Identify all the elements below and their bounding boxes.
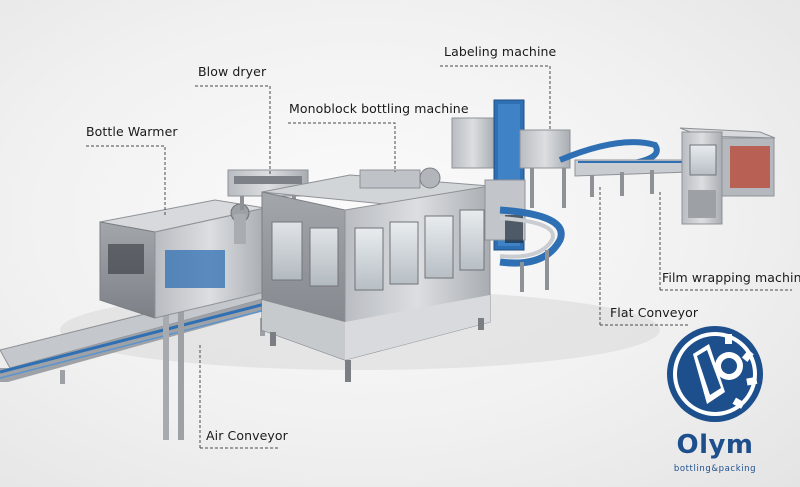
label-monoblock-bottling-machine: Monoblock bottling machine: [289, 101, 469, 116]
brand-logo: Olym bottling&packing: [640, 322, 790, 482]
bottle-warmer-machine: [99, 199, 266, 319]
flat-conveyor: [558, 139, 691, 197]
label-air-conveyor: Air Conveyor: [206, 428, 288, 443]
label-film-wrapping-machine: Film wrapping machine: [662, 270, 800, 285]
label-flat-conveyor: Flat Conveyor: [610, 305, 699, 320]
olym-gear-bottle-icon: [667, 326, 763, 422]
film-wrapping-machine: [679, 127, 776, 225]
leader-monoblock: [288, 122, 396, 172]
brand-name: Olym: [676, 430, 754, 460]
leader-labeling: [440, 65, 551, 130]
label-blow-dryer: Blow dryer: [198, 64, 267, 79]
label-bottle-warmer: Bottle Warmer: [86, 124, 178, 139]
label-labeling-machine: Labeling machine: [444, 44, 557, 59]
monoblock-machine: [261, 167, 491, 382]
leader-bottle-warmer: [86, 145, 166, 215]
leader-blow-dryer: [195, 85, 271, 175]
brand-tagline: bottling&packing: [673, 464, 757, 474]
curved-conveyor: [499, 206, 565, 292]
